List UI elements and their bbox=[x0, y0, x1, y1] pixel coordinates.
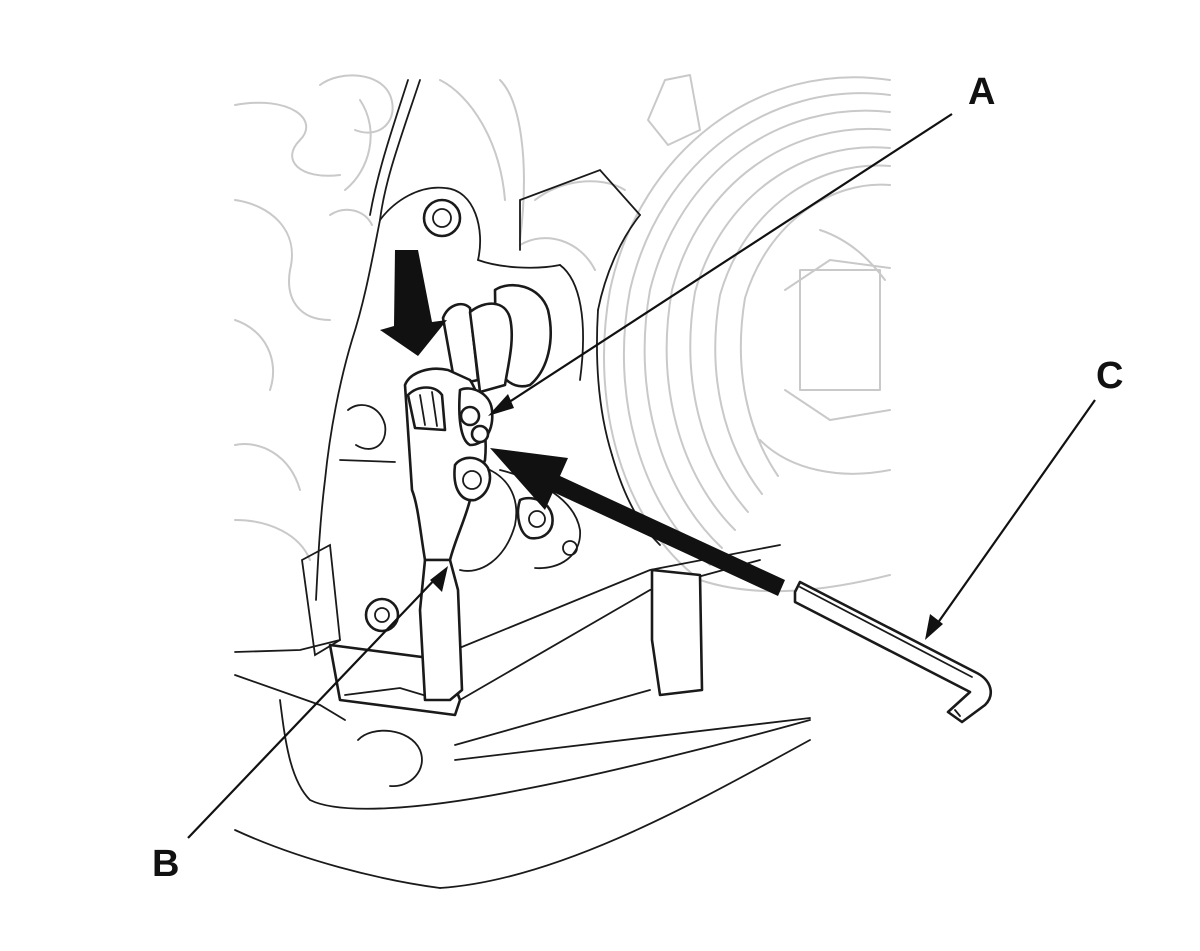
callout-label-c: C bbox=[1096, 355, 1123, 397]
hex-wrench-tool bbox=[793, 580, 993, 724]
auto-tensioner-assembly bbox=[403, 302, 581, 702]
engine-background-outline bbox=[234, 74, 626, 561]
callout-label-b: B bbox=[152, 843, 179, 885]
leader-line-a bbox=[488, 113, 953, 416]
callout-label-a: A bbox=[968, 71, 995, 113]
down-arrow-icon bbox=[380, 250, 447, 356]
oil-pan bbox=[234, 543, 811, 889]
insert-arrow-icon bbox=[490, 448, 785, 596]
leader-line-b bbox=[187, 566, 448, 839]
crankshaft-pulley bbox=[603, 74, 891, 593]
leader-line-c bbox=[925, 399, 1096, 640]
